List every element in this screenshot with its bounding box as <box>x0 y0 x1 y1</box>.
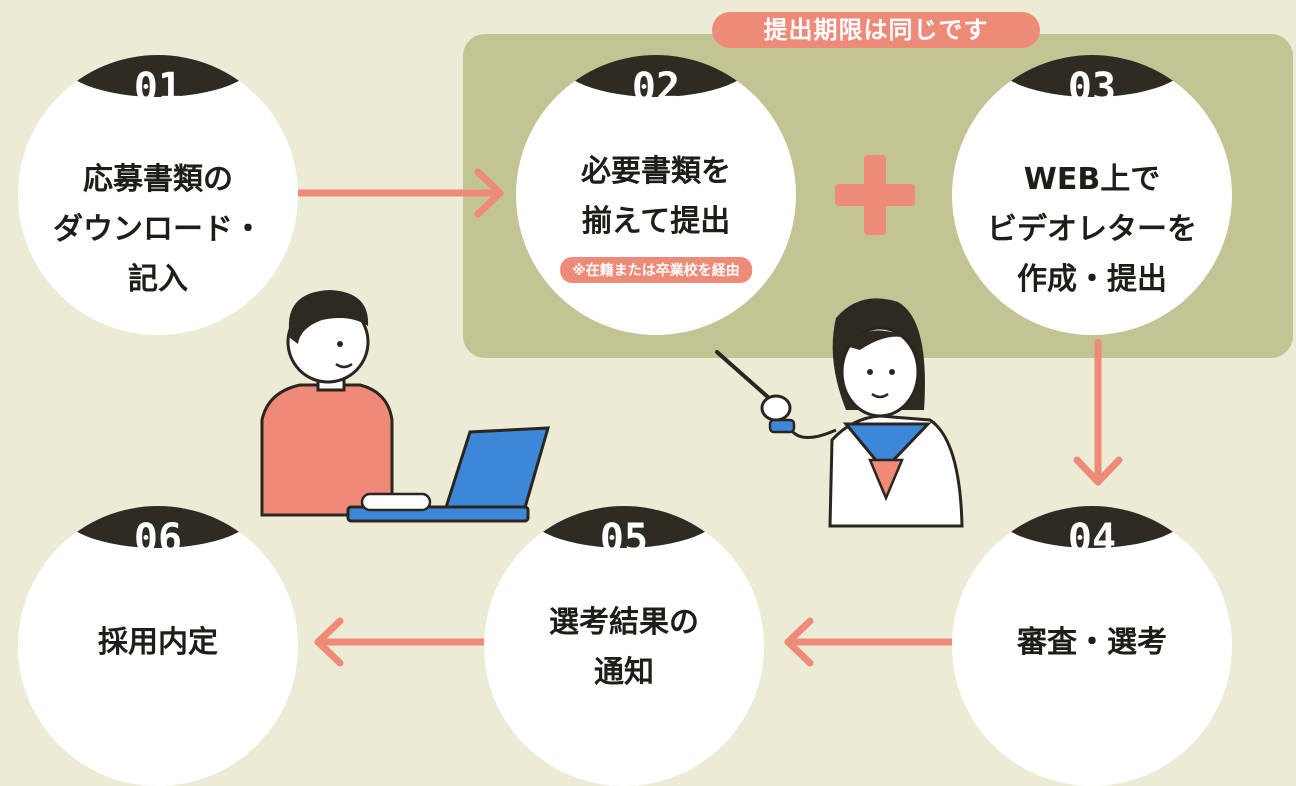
step-06-circle: 06 採用内定 <box>18 506 298 786</box>
step-label-line: 通知 <box>594 655 654 690</box>
deadline-badge: 提出期限は同じです <box>712 12 1040 48</box>
step-label-line: ダウンロード・ <box>53 212 263 247</box>
step-number: 01 <box>133 65 183 111</box>
step-02-circle: 02 必要書類を 揃えて提出 ※在籍または卒業校を経由 <box>516 55 796 335</box>
plus-icon <box>835 155 915 235</box>
step-number: 05 <box>599 516 649 562</box>
step-label-line: ビデオレターを <box>987 212 1197 247</box>
step-label: 採用内定 <box>18 618 298 668</box>
step-label-line: 記入 <box>128 262 188 297</box>
step-number: 02 <box>631 65 681 111</box>
step-label-line: WEB上で <box>1023 162 1161 197</box>
step-label-line: 選考結果の <box>549 605 699 640</box>
step-number: 03 <box>1067 65 1117 111</box>
step-05-circle: 05 選考結果の 通知 <box>484 506 764 786</box>
step-label-line: 必要書類を <box>581 154 731 189</box>
arrow-01-to-02-head <box>474 168 504 218</box>
step-label: 審査・選考 <box>952 618 1232 668</box>
step-label-line: 応募書類の <box>83 162 233 197</box>
arrow-04-to-05-head <box>784 617 814 667</box>
step-label-line: 採用内定 <box>98 625 218 660</box>
school-route-note: ※在籍または卒業校を経由 <box>560 257 752 283</box>
step-03-circle: 03 WEB上で ビデオレターを 作成・提出 <box>952 55 1232 335</box>
step-number: 06 <box>133 516 183 562</box>
arrow-03-to-04-head <box>1073 456 1123 486</box>
step-label: WEB上で ビデオレターを 作成・提出 <box>952 155 1232 305</box>
arrow-05-to-06-head <box>314 617 344 667</box>
step-label-line: 審査・選考 <box>1017 625 1167 660</box>
step-label-line: 作成・提出 <box>1017 262 1167 297</box>
step-01-circle: 01 応募書類の ダウンロード・ 記入 <box>18 55 298 335</box>
step-label: 選考結果の 通知 <box>484 598 764 698</box>
step-label: 応募書類の ダウンロード・ 記入 <box>18 155 298 305</box>
step-label-line: 揃えて提出 <box>581 204 731 239</box>
step-number: 04 <box>1067 516 1117 562</box>
step-04-circle: 04 審査・選考 <box>952 506 1232 786</box>
step-label: 必要書類を 揃えて提出 <box>516 147 796 247</box>
